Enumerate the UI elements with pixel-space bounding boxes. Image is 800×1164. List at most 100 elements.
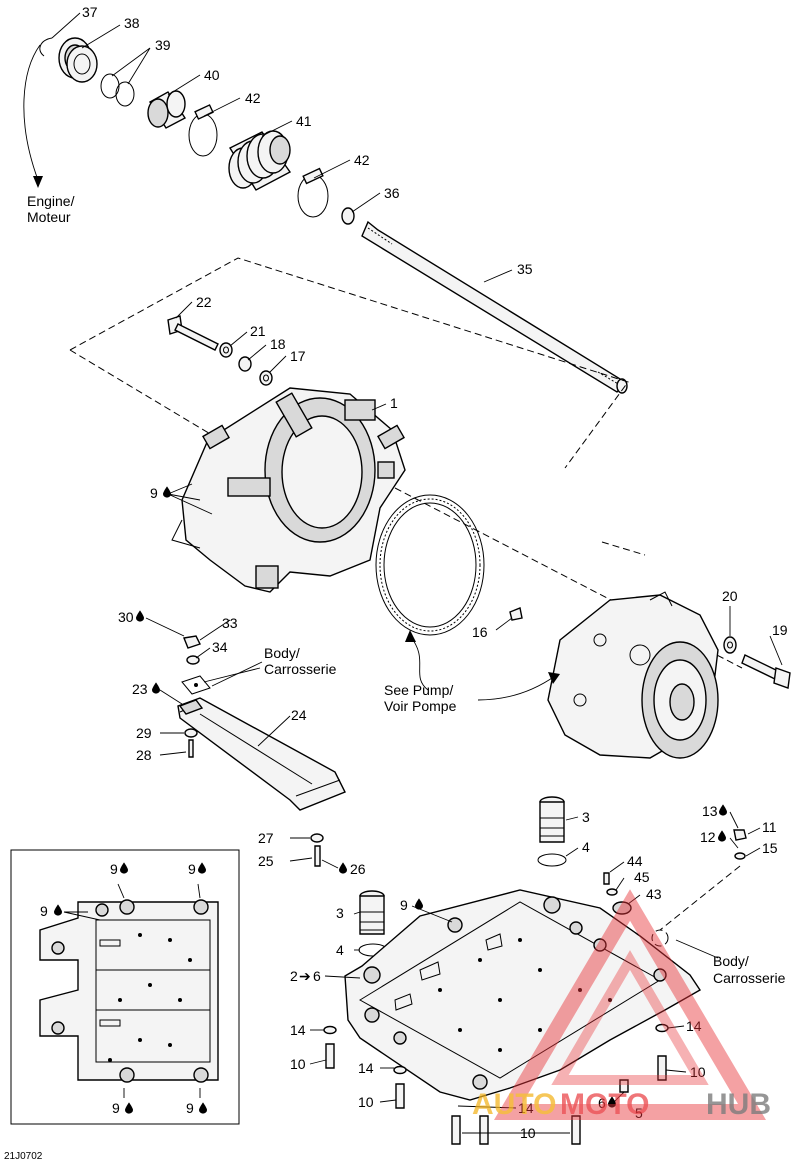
callout-40: 40 bbox=[204, 67, 220, 83]
seal-part-4-upper bbox=[537, 853, 567, 867]
bearing-part-40 bbox=[147, 90, 187, 129]
callout-26: 26 bbox=[350, 861, 366, 877]
callout-38: 38 bbox=[124, 15, 140, 31]
drop-icon bbox=[415, 898, 423, 910]
drop-icon bbox=[54, 904, 62, 916]
callout-10-a: 10 bbox=[290, 1056, 306, 1072]
callout-41: 41 bbox=[296, 113, 312, 129]
callout-10-d: 10 bbox=[520, 1125, 536, 1141]
callout-15: 15 bbox=[762, 840, 778, 856]
callout-numbers: 37 38 39 40 42 41 42 36 35 22 21 18 17 1… bbox=[40, 4, 788, 1141]
drop-icon bbox=[152, 682, 160, 694]
seal-carrier-part-38 bbox=[58, 37, 98, 83]
watermark-hub: HUB bbox=[706, 1088, 771, 1121]
inset-plate bbox=[39, 899, 219, 1083]
callout-16: 16 bbox=[472, 624, 488, 640]
callout-1: 1 bbox=[390, 395, 398, 411]
watermark-logo: AUTO MOTO HUB bbox=[472, 889, 771, 1121]
callout-24: 24 bbox=[291, 707, 307, 723]
screw-part-28 bbox=[188, 739, 194, 758]
watermark-triangle bbox=[493, 889, 767, 1120]
callout-12: 12 bbox=[700, 829, 716, 845]
washer-part-14-b bbox=[393, 1065, 407, 1075]
callout-20: 20 bbox=[722, 588, 738, 604]
watermark-auto: AUTO bbox=[472, 1088, 556, 1121]
ring-part-36 bbox=[341, 207, 355, 225]
nut-part-33 bbox=[183, 635, 201, 649]
diagram-code: 21J0702 bbox=[4, 1151, 43, 1162]
arrow-glyph: ➔ bbox=[299, 968, 311, 984]
callout-10-c: 10 bbox=[690, 1064, 706, 1080]
callout-23: 23 bbox=[132, 681, 148, 697]
assembly-dash-outline bbox=[69, 257, 629, 469]
circlip-part-37 bbox=[39, 37, 53, 57]
callout-9-plate: 9 bbox=[400, 897, 408, 913]
bolts-part-10-d bbox=[451, 1115, 581, 1145]
washer-part-14-a bbox=[323, 1025, 337, 1035]
callout-22: 22 bbox=[196, 294, 212, 310]
inset-callout-9-top-right: 9 bbox=[188, 861, 196, 877]
callout-13: 13 bbox=[702, 803, 718, 819]
callout-30: 30 bbox=[118, 609, 134, 625]
inset-frame bbox=[10, 849, 240, 1125]
body-label-right-line1: Body/ bbox=[713, 953, 749, 969]
plate-part-2 bbox=[344, 889, 701, 1101]
drop-icon bbox=[163, 486, 171, 498]
callout-44: 44 bbox=[627, 853, 643, 869]
washer-part-18 bbox=[238, 356, 252, 372]
bolt-part-19 bbox=[741, 654, 791, 689]
callout-34: 34 bbox=[212, 639, 228, 655]
washer-part-15 bbox=[734, 852, 746, 860]
callout-28: 28 bbox=[136, 747, 152, 763]
callout-25: 25 bbox=[258, 853, 274, 869]
drop-icon bbox=[199, 1102, 207, 1114]
callout-11: 11 bbox=[762, 819, 777, 835]
callout-35: 35 bbox=[517, 261, 533, 277]
callout-3-lower: 3 bbox=[336, 905, 344, 921]
washer-part-21 bbox=[219, 342, 233, 358]
washer-part-29 bbox=[184, 728, 198, 738]
callout-17: 17 bbox=[290, 348, 306, 364]
callout-6: 6 bbox=[313, 968, 321, 984]
o-rings-part-39 bbox=[100, 73, 135, 107]
fitting-part-3-upper bbox=[539, 796, 565, 843]
callout-45: 45 bbox=[634, 869, 650, 885]
nut-part-11 bbox=[733, 829, 747, 841]
drop-icon bbox=[136, 610, 144, 622]
bolt-part-10-a bbox=[325, 1043, 335, 1069]
drive-shaft-part-35 bbox=[361, 220, 628, 394]
pad-part-23 bbox=[178, 699, 204, 715]
screw-part-25 bbox=[314, 845, 321, 867]
callout-33: 33 bbox=[222, 615, 238, 631]
callout-42-upper: 42 bbox=[245, 90, 261, 106]
body-stud bbox=[181, 675, 211, 695]
grommet-part-43 bbox=[612, 901, 632, 915]
drop-icon bbox=[339, 862, 347, 874]
inset-callout-9-bottom-right: 9 bbox=[186, 1100, 194, 1116]
callout-29: 29 bbox=[136, 725, 152, 741]
callout-6-lower: 6 bbox=[598, 1095, 606, 1111]
callout-39: 39 bbox=[155, 37, 171, 53]
body-label-top-line1: Body/ bbox=[264, 645, 300, 661]
leader-lines bbox=[51, 12, 783, 1134]
body-label-top-line2: Carrosserie bbox=[264, 661, 337, 677]
pump-label-line1: See Pump/ bbox=[384, 682, 453, 698]
housing-part-1 bbox=[171, 387, 406, 593]
callout-14-d: 14 bbox=[518, 1100, 534, 1116]
callout-9-housing: 9 bbox=[150, 485, 158, 501]
inset-callout-9-left: 9 bbox=[40, 903, 48, 919]
engine-label-line1: Engine/ bbox=[27, 193, 75, 209]
inset-callout-9-bottom-left: 9 bbox=[112, 1100, 120, 1116]
callout-37: 37 bbox=[82, 4, 98, 20]
bolt-part-22 bbox=[167, 315, 219, 351]
pump-housing bbox=[547, 591, 719, 759]
engine-label-line2: Moteur bbox=[27, 209, 71, 225]
callout-14-a: 14 bbox=[290, 1022, 306, 1038]
callout-2: 2 bbox=[290, 968, 298, 984]
callout-14-c: 14 bbox=[686, 1018, 702, 1034]
callout-18: 18 bbox=[270, 336, 286, 352]
inset-callout-9-top-left: 9 bbox=[110, 861, 118, 877]
bolt-part-10-c bbox=[657, 1055, 667, 1081]
pump-label-line2: Voir Pompe bbox=[384, 698, 457, 714]
washer-part-20 bbox=[723, 636, 737, 654]
